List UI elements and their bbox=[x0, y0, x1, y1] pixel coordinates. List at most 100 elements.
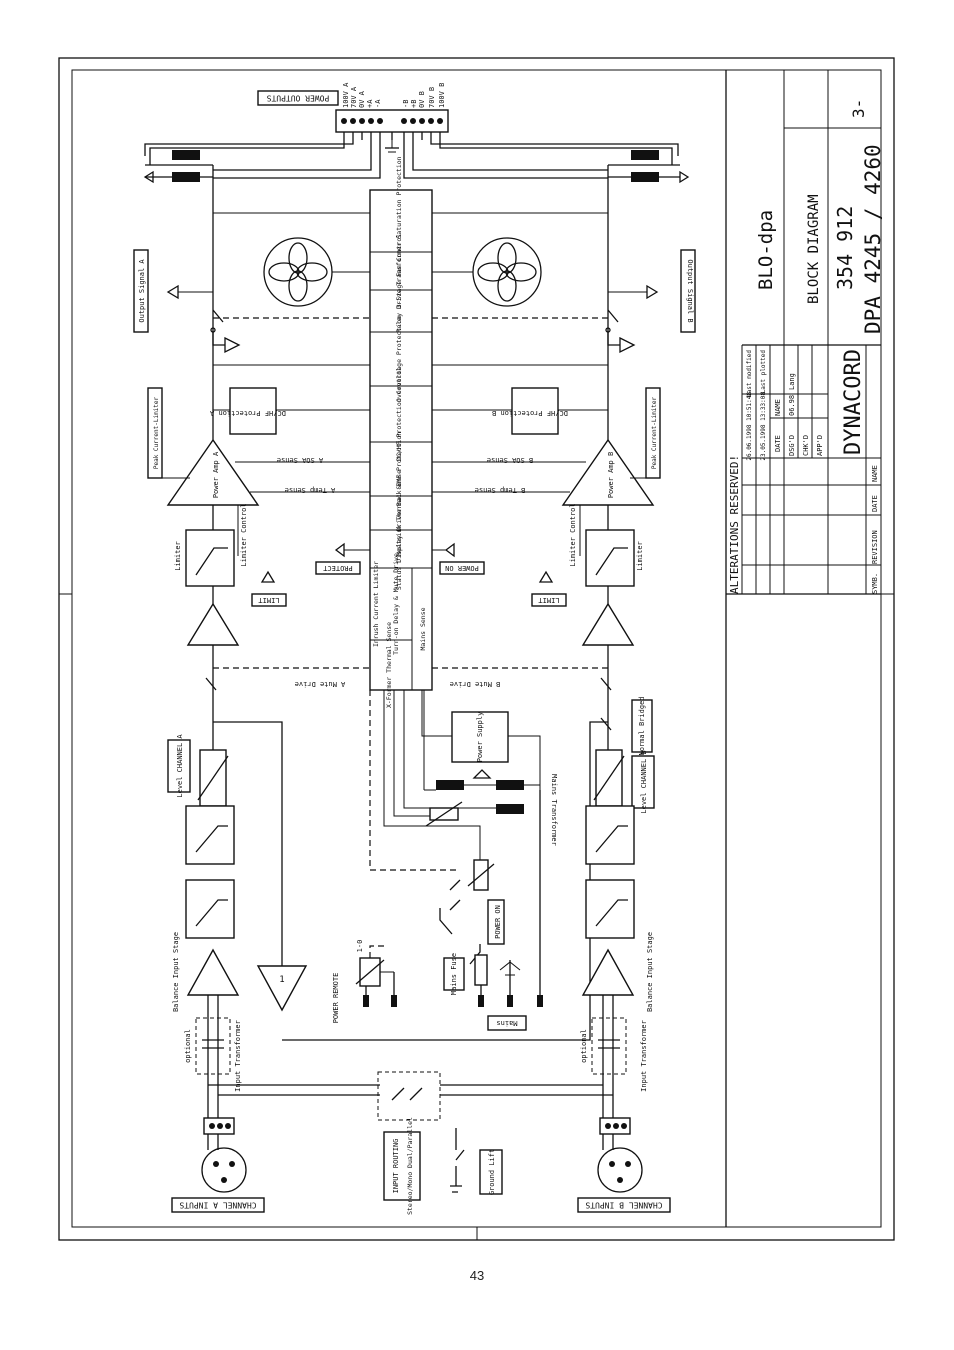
power-supply-label: Power Supply bbox=[476, 712, 484, 763]
title-block: ALTERATIONS RESERVED! Last modified 26.0… bbox=[725, 70, 885, 1227]
block-fan-control: 3-Stage Fan Control bbox=[395, 234, 403, 308]
b-soa-sense: B SOA Sense bbox=[487, 456, 533, 464]
mains-fuse-label: Mains Fuse bbox=[450, 953, 458, 995]
power-amp-b-label: Power Amp B bbox=[607, 452, 615, 498]
block-heatsink-sense: Heatsink Thermal Sense bbox=[395, 470, 403, 556]
power-remote-one-zero: 1-0 bbox=[356, 940, 364, 953]
optional-transformer-b bbox=[591, 1017, 627, 1075]
channel-a-inputs-label: CHANNEL A INPUTS bbox=[179, 1201, 256, 1210]
input-routing-switch-box bbox=[377, 1071, 441, 1121]
limiter-b-box bbox=[585, 529, 635, 587]
term-minus-b: -B bbox=[402, 100, 410, 108]
peak-limiter-b-box bbox=[645, 387, 661, 479]
drawing-title: BLOCK DIAGRAM bbox=[806, 194, 822, 304]
term-100v-a: 100V A bbox=[342, 82, 350, 108]
term-70v-b: 70V B bbox=[428, 87, 436, 108]
drawing-number: 354 912 bbox=[833, 206, 857, 290]
input-routing-options: Stereo/Mono Dual/Parallel bbox=[406, 1117, 414, 1215]
alterations-note: ALTERATIONS RESERVED! bbox=[728, 455, 741, 594]
dc-hf-protection-b-box bbox=[511, 387, 559, 435]
mains-transformer-coil-2 bbox=[496, 780, 524, 790]
date-header: DATE bbox=[774, 435, 782, 452]
channel-a-inputs-box bbox=[171, 1197, 265, 1213]
power-outputs-label-box bbox=[257, 90, 339, 106]
power-on-switch-label: POWER ON bbox=[494, 905, 502, 939]
b-temp-sense: B Temp Sense bbox=[475, 486, 526, 494]
last-modified-value: 26.06.1998 10:51:48 bbox=[746, 392, 753, 461]
term-0v-a: 0V A bbox=[358, 90, 366, 108]
output-signal-b-led-icon bbox=[646, 284, 659, 300]
output-signal-a-led-icon bbox=[166, 284, 179, 300]
input-routing-box bbox=[383, 1131, 421, 1201]
page-number: 43 bbox=[469, 1268, 485, 1283]
block-overvoltage: Overvoltage Protection bbox=[395, 316, 403, 402]
term-plus-a: +A bbox=[366, 99, 374, 108]
peak-limiter-b-label: Peak Current-Limiter bbox=[651, 396, 658, 469]
mains-label: Mains bbox=[496, 1019, 517, 1027]
model-number: DPA 4245 / 4260 bbox=[861, 144, 885, 334]
svg-text:1: 1 bbox=[279, 975, 284, 985]
block-mains-sense: Mains Sense bbox=[419, 607, 427, 650]
protect-box bbox=[315, 561, 361, 575]
mains-fuse-box bbox=[443, 957, 465, 991]
dc-hf-protection-a-label: DC/HF Protection A bbox=[209, 409, 286, 417]
power-amp-a-label: Power Amp A bbox=[212, 451, 220, 498]
block-relay-drive: Relay Drive bbox=[395, 289, 403, 332]
inverting-amp-triangle bbox=[256, 965, 308, 1012]
revision-date-header: DATE bbox=[871, 495, 879, 512]
output-relay-switch-b-icon bbox=[605, 309, 620, 346]
b-mute-drive: B Mute Drive bbox=[450, 680, 501, 688]
limiter-b-label: Limiter bbox=[636, 541, 644, 571]
output-relay-switch-a-icon bbox=[210, 309, 225, 346]
term-70v-a: 70V A bbox=[350, 86, 358, 108]
block-inrush-limiter: Inrush Current Limiter bbox=[372, 561, 380, 647]
output-signal-b-box bbox=[680, 249, 696, 333]
limit-a-label: LIMIT bbox=[258, 596, 280, 604]
output-relay-coil-a2 bbox=[172, 172, 200, 182]
dc-hf-protection-a-box bbox=[229, 387, 277, 435]
protect-led-icon bbox=[334, 542, 345, 558]
protect-label: PROTECT bbox=[322, 564, 352, 572]
level-a-box bbox=[167, 739, 191, 793]
channel-b-inputs-label: CHANNEL B INPUTS bbox=[585, 1201, 662, 1210]
balance-input-a-label: Balance Input Stage bbox=[172, 932, 180, 1012]
name-header: NAME bbox=[774, 399, 782, 416]
term-plus-b: +B bbox=[410, 100, 418, 108]
optional-label-b: optional bbox=[580, 1029, 588, 1063]
revision-header: REVISION bbox=[871, 530, 879, 564]
limiter-a-box bbox=[185, 529, 235, 587]
symbol-header: SYMB. bbox=[871, 573, 879, 594]
power-on-indicator-box bbox=[439, 561, 485, 575]
input-transformer-a-label: Input Transformer bbox=[234, 1020, 242, 1092]
block-transformer-saturation: Transformer Saturation Protection bbox=[395, 156, 403, 285]
power-remote-label: POWER REMOTE bbox=[332, 973, 340, 1024]
output-wiring bbox=[144, 132, 679, 179]
block-turn-on-delay: Turn-on Delay & Mute Drive bbox=[392, 553, 400, 655]
balance-input-b-triangle bbox=[581, 948, 635, 996]
output-signal-b-label: Output Signal B bbox=[686, 259, 694, 322]
designed-label: DSG'D bbox=[788, 435, 796, 456]
power-on-led-icon bbox=[444, 542, 455, 558]
input-routing-label: INPUT ROUTING bbox=[392, 1139, 400, 1194]
block-back-emf: Back-EMF Protection bbox=[395, 432, 403, 506]
ground-lift-box bbox=[479, 1149, 503, 1195]
mains-switch-icon bbox=[449, 879, 461, 911]
mute-switch-a-icon bbox=[205, 677, 217, 691]
output-relay-coil-b1 bbox=[631, 150, 659, 160]
fan-a-icon bbox=[263, 237, 333, 307]
xlr-a-connector-icon bbox=[201, 1147, 247, 1193]
block-dc-hf-control: DC/HF Protection Control bbox=[395, 367, 403, 461]
limiter-a-label: Limiter bbox=[174, 541, 182, 571]
level-b-label: Level CHANNEL B bbox=[640, 750, 648, 813]
power-on-indicator-label: POWER ON bbox=[445, 564, 479, 572]
designed-name: Lang bbox=[788, 373, 796, 390]
last-plotted-value: 23.05.1998 13:33:08 bbox=[760, 392, 767, 461]
company-name: DYNACORD bbox=[841, 349, 866, 455]
power-on-switch-box bbox=[487, 899, 505, 945]
protection-column bbox=[369, 189, 433, 691]
output-ground-symbol bbox=[384, 139, 400, 153]
dc-hf-protection-b-label: DC/HF Protection B bbox=[492, 409, 568, 417]
limiter-control-b-label: Limiter Control bbox=[569, 503, 577, 566]
limit-b-led-icon bbox=[538, 570, 554, 583]
